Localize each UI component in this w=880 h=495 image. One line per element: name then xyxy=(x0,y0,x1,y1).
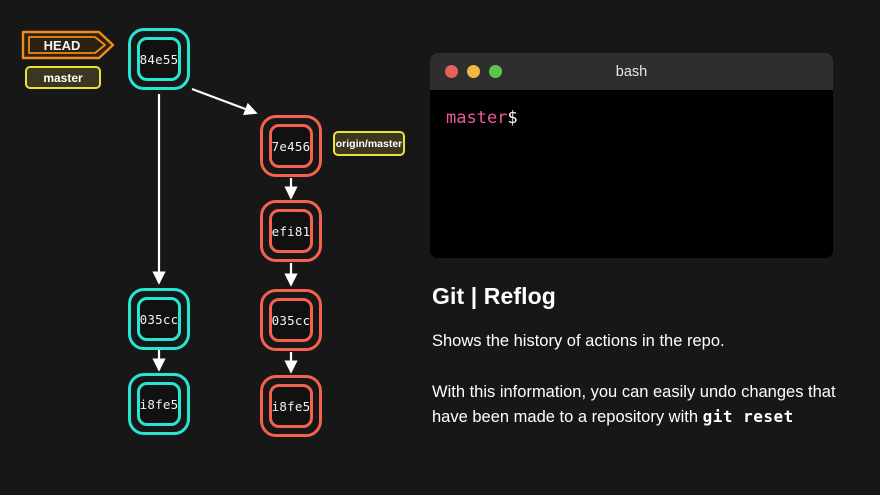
graph-edges xyxy=(152,87,298,374)
terminal-window[interactable]: bash master$ xyxy=(430,53,833,258)
minimize-button-icon[interactable] xyxy=(467,65,480,78)
prompt-branch: master xyxy=(446,108,508,128)
head-ref-label: HEAD xyxy=(43,37,81,53)
commit-node-efi81[interactable]: efi81 xyxy=(260,200,322,262)
node-outer-ring xyxy=(128,373,190,435)
node-inner-ring xyxy=(269,384,313,428)
terminal-body[interactable]: master$ xyxy=(430,90,833,258)
node-outer-ring xyxy=(260,289,322,351)
commit-sha: 035cc xyxy=(271,312,311,328)
commit-sha: 84e55 xyxy=(139,51,179,67)
node-outer-ring xyxy=(128,288,190,350)
node-outer-ring xyxy=(260,200,322,262)
page-title: Git | Reflog xyxy=(432,283,556,309)
body-command-code: git reset xyxy=(702,407,794,427)
master-ref-label[interactable]: master xyxy=(25,66,101,89)
maximize-button-icon[interactable] xyxy=(489,65,502,78)
node-outer-ring xyxy=(128,28,190,90)
commit-node-035cc-local[interactable]: 035cc xyxy=(128,288,190,350)
node-inner-ring xyxy=(137,297,181,341)
node-inner-ring xyxy=(269,209,313,253)
node-inner-ring xyxy=(137,382,181,426)
terminal-title: bash xyxy=(615,63,648,80)
commit-node-84e55[interactable]: 84e55 xyxy=(128,28,190,90)
window-controls xyxy=(445,65,502,78)
edge-84e55-to-7e456 xyxy=(191,87,258,116)
node-outer-ring xyxy=(260,375,322,437)
explainer-copy: Git | Reflog Shows the history of action… xyxy=(432,283,852,430)
commit-sha: 7e456 xyxy=(271,138,311,154)
head-ref-pointer[interactable]: HEAD xyxy=(21,30,115,60)
close-button-icon[interactable] xyxy=(445,65,458,78)
commit-node-7e456[interactable]: 7e456 xyxy=(260,115,322,177)
commit-sha: i8fe5 xyxy=(271,398,311,414)
node-outer-ring xyxy=(260,115,322,177)
commit-sha: i8fe5 xyxy=(139,396,179,412)
page-subtitle: Shows the history of actions in the repo… xyxy=(432,332,725,350)
commit-sha: 035cc xyxy=(139,311,179,327)
terminal-titlebar[interactable]: bash xyxy=(430,53,833,90)
commit-node-i8fe5-remote[interactable]: i8fe5 xyxy=(260,375,322,437)
node-inner-ring xyxy=(137,37,181,81)
commit-sha: efi81 xyxy=(271,223,311,239)
body-lead-text: With this information, you can easily un… xyxy=(432,383,836,427)
node-inner-ring xyxy=(269,298,313,342)
commit-node-i8fe5-local[interactable]: i8fe5 xyxy=(128,373,190,435)
prompt-sigil: $ xyxy=(507,108,518,128)
head-chevron-icon xyxy=(21,30,115,60)
page-body: With this information, you can easily un… xyxy=(432,380,852,430)
node-inner-ring xyxy=(269,124,313,168)
origin-master-ref-label[interactable]: origin/master xyxy=(333,131,405,156)
commit-graph: HEAD master origin/master 84e55 035cc i8… xyxy=(0,0,420,495)
commit-node-035cc-remote[interactable]: 035cc xyxy=(260,289,322,351)
